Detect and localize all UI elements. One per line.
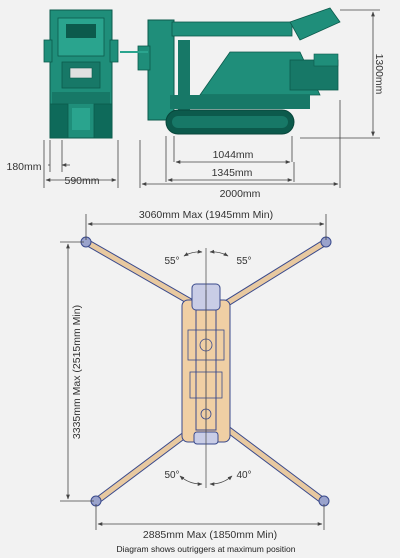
angle-arcs [179,249,233,487]
diagram-caption: Diagram shows outriggers at maximum posi… [116,544,295,554]
outrigger-bottom-right [222,424,330,507]
lower-dimension-lines [60,214,327,530]
angle-bottom-right: 40° [236,470,251,481]
track-outer-label: 1345mm [212,167,253,179]
overall-length-label: 2000mm [220,188,261,200]
front-width-label: 590mm [64,175,99,187]
side-view-machine [120,7,341,135]
outrigger-bottom-span-label: 2885mm Max (1850mm Min) [143,529,277,541]
height-label: 1300mm [373,54,385,95]
outrigger-top-right [220,236,332,309]
side-width-label: 180mm [6,161,41,173]
outrigger-top-span-label: 3060mm Max (1945mm Min) [139,209,273,221]
angle-bottom-left: 50° [164,470,179,481]
angle-top-left: 55° [164,256,179,267]
outrigger-bottom-left [90,424,198,507]
angle-top-right: 55° [236,256,251,267]
track-inner-label: 1044mm [213,149,254,161]
front-view-machine [43,9,119,139]
upper-dimension-lines [43,9,380,188]
outrigger-top-left [80,236,200,309]
outrigger-length-label: 3335mm Max (2515mm Min) [71,305,83,439]
